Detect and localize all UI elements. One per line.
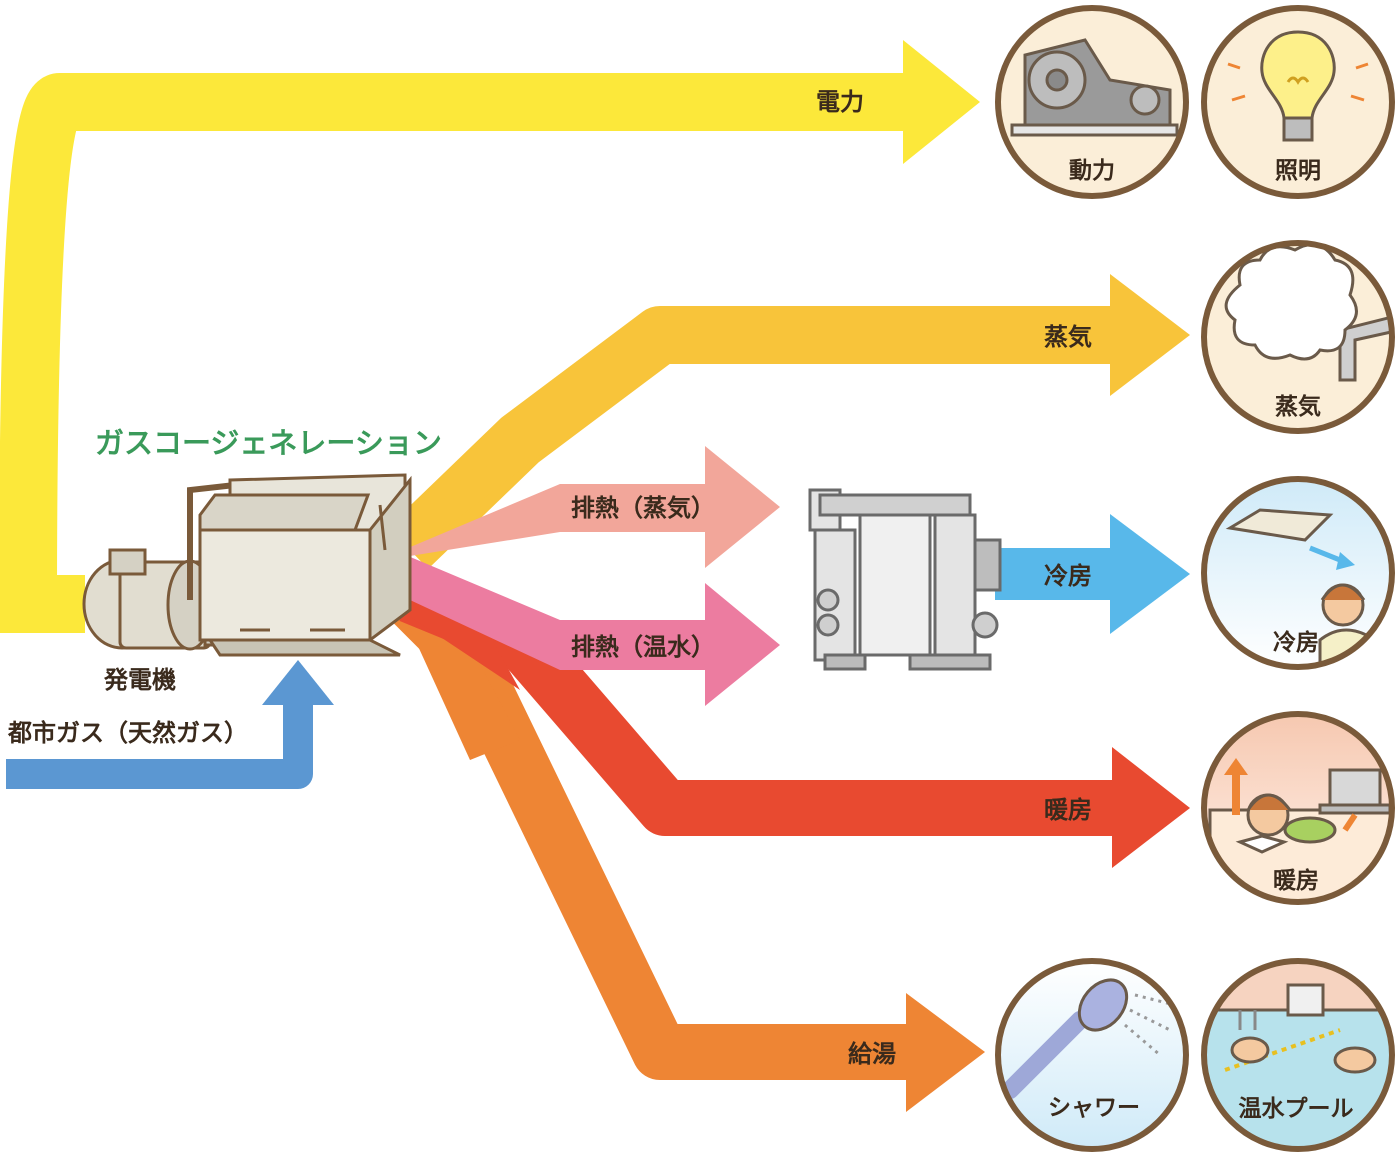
diagram-title: ガスコージェネレーション — [95, 426, 442, 460]
exhaust-steam-flow-band — [408, 446, 780, 568]
generator-label: 発電機 — [103, 666, 176, 694]
electricity-flow-band — [0, 73, 910, 633]
use-label-steam: 蒸気 — [1275, 393, 1321, 420]
exhaust-hot-water-flow-band — [408, 556, 780, 706]
generator-illustration — [82, 473, 412, 657]
flow-label-cooling: 冷房 — [1044, 562, 1092, 590]
use-label-heated-pool: 温水プール — [1239, 1096, 1354, 1122]
use-circle-shower: シャワー — [995, 958, 1189, 1152]
electricity-arrowhead — [903, 40, 980, 164]
use-label-heating: 暖房 — [1273, 867, 1319, 894]
use-circle-lighting: 照明 — [1201, 5, 1395, 199]
cooling-arrowhead — [1110, 514, 1190, 634]
flow-label-steam: 蒸気 — [1044, 323, 1092, 351]
steam-arrowhead — [1110, 274, 1190, 396]
use-label-lighting: 照明 — [1275, 158, 1321, 184]
flow-label-electricity: 電力 — [816, 88, 864, 116]
use-label-cooling: 冷房 — [1273, 629, 1319, 656]
flow-label-hot-water-supply: 給湯 — [848, 1040, 896, 1068]
flow-label-exhaust-steam: 排熱（蒸気） — [571, 494, 715, 522]
use-label-shower: シャワー — [1048, 1095, 1140, 1121]
input-label-city-gas: 都市ガス（天然ガス） — [7, 719, 248, 747]
gas-input-arrowhead — [262, 660, 334, 705]
use-circle-cooling: 冷房 — [1201, 476, 1395, 670]
use-circle-heated-pool: 温水プール — [1201, 958, 1395, 1152]
gas-input-flow-band — [6, 700, 313, 789]
flow-label-heating: 暖房 — [1044, 796, 1092, 824]
use-circle-power: 動力 — [995, 5, 1189, 199]
heating-arrowhead — [1112, 747, 1190, 868]
flow-label-exhaust-hot-water: 排熱（温水） — [571, 633, 715, 661]
use-label-power: 動力 — [1069, 158, 1115, 184]
absorption-chiller-illustration — [808, 488, 1002, 671]
use-circle-steam: 蒸気 — [1201, 240, 1395, 434]
cooling-flow-band — [995, 548, 1115, 600]
hot-water-supply-arrowhead — [906, 993, 985, 1112]
use-circle-heating: 暖房 — [1201, 711, 1395, 905]
